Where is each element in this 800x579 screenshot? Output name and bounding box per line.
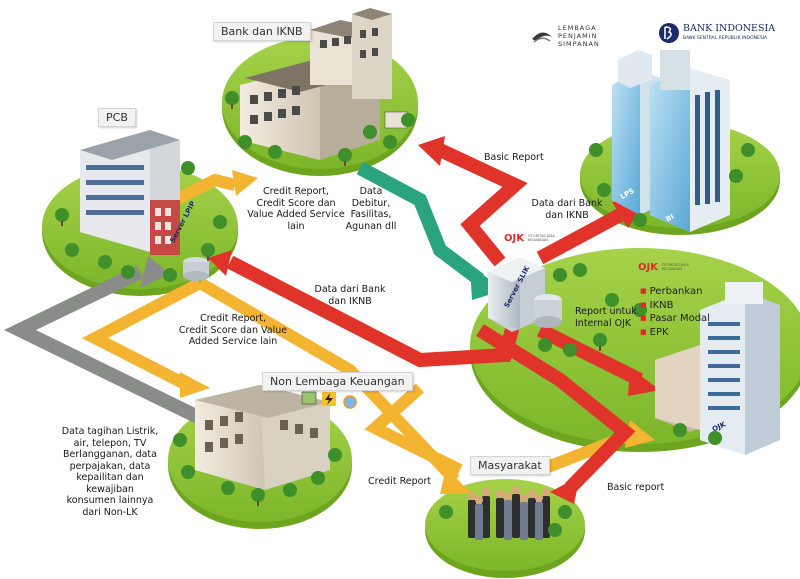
- tree-trunks: [61, 104, 601, 506]
- flow-text-line: Data tagihan Listrik,: [61, 426, 159, 437]
- flow-text-line: kewajiban: [86, 483, 134, 495]
- arrow-slik-to-public: [364, 383, 463, 476]
- trees: [55, 91, 755, 537]
- node-label-non-lk: Non Lembaga Keuangan: [262, 372, 413, 391]
- flow-text-line: Data: [359, 186, 383, 197]
- arrow-pcb-to-nonlk-head: [180, 372, 210, 398]
- flow-text-line: air, telepon, TV: [73, 437, 147, 449]
- flow-text-line: dan IKNB: [328, 295, 372, 307]
- flow-text-line: dari Non-LK: [82, 506, 138, 518]
- ojk-mark-server: OJK: [504, 233, 524, 244]
- flow-basic-report-bottom: Basic report: [607, 482, 665, 493]
- arrow-pcb-to-public: [196, 277, 460, 485]
- arrow-slik-to-public-red-head: [550, 476, 580, 504]
- flow-text-line: Debitur,: [351, 197, 391, 209]
- ojk-logo-division: OJK OTORITAS JASA KEUANGAN: [638, 262, 708, 278]
- lps-emblem-icon: [532, 32, 552, 43]
- pcb-building: [80, 130, 209, 281]
- bi-emblem-icon: [659, 23, 679, 43]
- flow-basic-report-top: Basic Report: [484, 152, 544, 163]
- arrow-slik-to-bank: [437, 143, 528, 267]
- arrow-pcb-to-bank: [162, 173, 237, 211]
- flow-text-line: Agunan dll: [345, 220, 397, 232]
- flow-text-line: lain: [287, 220, 305, 232]
- lps-logo-line2: PENJAMIN: [558, 32, 598, 40]
- ojk-division-item: IKNB: [640, 299, 710, 313]
- ojk-sub-division: OTORITAS JASA KEUANGAN: [662, 263, 689, 271]
- flow-text-line: Credit Score dan: [256, 197, 336, 209]
- ojk-division-list: Perbankan IKNB Pasar Modal EPK: [640, 285, 710, 339]
- flow-text-line: konsumen lainnya: [66, 495, 154, 506]
- arrow-slik-to-bank-head: [418, 136, 445, 166]
- ojk-division-item: Perbankan: [640, 285, 710, 299]
- water-tap-icon: [343, 395, 357, 409]
- flow-text-line: Internal OJK: [575, 317, 632, 329]
- tv-icon: [301, 391, 317, 405]
- flow-text-line: perpajakan, data: [69, 460, 151, 472]
- bi-logo-sub: BANK SENTRAL REPUBLIK INDONESIA: [683, 36, 768, 41]
- lps-logo-line3: SIMPANAN: [558, 40, 600, 48]
- flow-text-line: Credit Report,: [262, 186, 330, 197]
- flow-text-line: Fasilitas,: [350, 209, 392, 220]
- flow-text-line: Data dari Bank: [314, 284, 386, 295]
- ojk-mark-division: OJK: [638, 262, 658, 273]
- flow-text-line: Credit Score dan Value: [178, 324, 288, 336]
- arrow-slik-to-ojk: [536, 323, 644, 387]
- flow-to-bi-lps: Data dari Bank dan IKNB: [528, 198, 606, 221]
- flow-text-line: kepailitan dan: [76, 472, 144, 483]
- arrow-nonlk-to-pcb: [3, 265, 204, 425]
- arrow-slik-to-bi: [536, 208, 624, 265]
- arrow-pcb-to-public-head: [440, 468, 472, 494]
- flow-bank-data: Data Debitur, Fasilitas, Agunan dll: [336, 186, 406, 232]
- lps-logo-line1: LEMBAGA: [558, 24, 597, 32]
- ojk-division-item: Pasar Modal: [640, 312, 710, 326]
- flow-text-line: Report untuk: [575, 306, 637, 317]
- flow-slik-to-lpip: Data dari Bank dan IKNB: [310, 284, 390, 307]
- flow-text-line: Berlangganan, data: [63, 449, 157, 460]
- node-label-masyarakat: Masyarakat: [470, 456, 550, 475]
- flow-non-lk-data: Data tagihan Listrik, air, telepon, TV B…: [58, 426, 162, 518]
- utility-icons: [301, 391, 357, 409]
- flow-text-line: Value Added Service: [247, 209, 345, 220]
- node-label-bank-iknb: Bank dan IKNB: [213, 22, 311, 41]
- flow-credit-report-bottom: Credit Report: [368, 476, 432, 487]
- arrow-slik-to-lpip-head: [208, 250, 232, 276]
- lps-bi-buildings: [612, 50, 730, 232]
- server-slik: [488, 258, 562, 332]
- flow-text-line: Added Service lain: [188, 336, 278, 347]
- ojk-division-item: EPK: [640, 326, 710, 340]
- arrow-nonlk-to-pcb-head: [140, 256, 170, 288]
- arrow-pcb-to-bank-head: [232, 170, 258, 196]
- bi-logo-name: BANK INDONESIA: [683, 23, 776, 34]
- flow-pcb-to-bank: Credit Report, Credit Score dan Value Ad…: [246, 186, 346, 232]
- flow-text-line: dan IKNB: [545, 209, 589, 221]
- node-label-pcb: PCB: [98, 108, 136, 127]
- bank-building: [240, 8, 408, 160]
- ojk-sub-server: OTORITAS JASA KEUANGAN: [528, 234, 555, 242]
- arrow-pcb-to-nonlk: [81, 277, 203, 390]
- ojk-logo-server: OJK OTORITAS JASA KEUANGAN: [504, 233, 564, 249]
- flow-report-ojk: Report untuk Internal OJK: [575, 306, 637, 329]
- arrow-slik-to-ojk-head: [628, 368, 660, 396]
- flow-lpip-to-public: Credit Report, Credit Score dan Value Ad…: [178, 313, 288, 348]
- bi-logo: BANK INDONESIA BANK SENTRAL REPUBLIK IND…: [658, 22, 798, 48]
- arrow-bank-to-slik: [356, 161, 485, 286]
- ojk-building: [655, 282, 780, 455]
- arrow-slik-to-public-head: [625, 420, 655, 448]
- non-lk-building: [195, 385, 330, 490]
- arrow-slik-to-public-red: [476, 324, 636, 493]
- lps-logo: LEMBAGA PENJAMIN SIMPANAN: [530, 24, 650, 48]
- flow-text-line: Data dari Bank: [531, 198, 603, 209]
- flow-text-line: Credit Report,: [199, 313, 267, 324]
- people-crowd: [468, 486, 550, 540]
